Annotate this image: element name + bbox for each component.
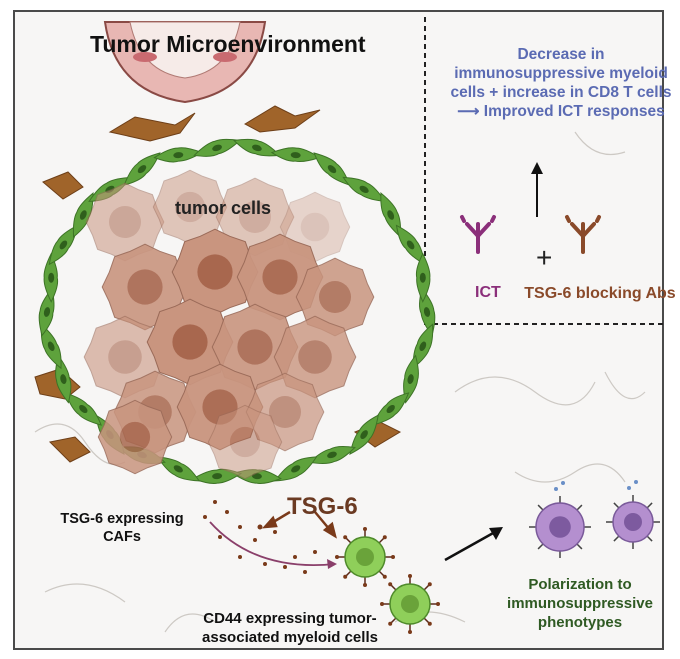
caf-to-myeloid-arrowhead-icon (327, 559, 337, 569)
tumor-cell (146, 298, 234, 386)
tumor-cell (101, 243, 189, 331)
ict-antibody-icon (460, 215, 496, 254)
tumor-cell (207, 404, 283, 480)
outcome-text: Decrease in immunosuppressive myeloid ce… (450, 46, 672, 120)
myeloid-cell (380, 574, 440, 634)
tsg6-antibody-icon (565, 215, 601, 254)
up-arrow-icon (531, 162, 543, 217)
caf-cell (273, 456, 318, 482)
caf-cell (342, 176, 386, 203)
myeloid-label: CD44 expressing tumor-associated myeloid… (202, 610, 378, 646)
cafs-label: TSG-6 expressing CAFs (60, 511, 184, 545)
polarized-cell (529, 481, 591, 558)
caf-cell (193, 138, 242, 157)
caf-cell (233, 138, 281, 157)
tumor-cells (83, 169, 375, 480)
plus-sign: + (536, 242, 553, 273)
polarized-cells (529, 480, 660, 558)
myeloid-cells (335, 527, 440, 634)
caf-cell (403, 354, 419, 404)
figure-frame: Tumor Microenvironment Decrease in immun… (13, 10, 676, 650)
ict-label: ICT (475, 284, 501, 301)
tsg6-abs-label: TSG-6 blocking Abs (524, 285, 676, 302)
diagram-canvas (34, 17, 663, 634)
myeloid-cell (335, 527, 395, 587)
tumor-cell (85, 182, 165, 262)
tsg6-molecules (203, 500, 317, 574)
tumor-cells-label: tumor cells (175, 198, 272, 218)
polarization-label: Polarization to immunosuppressive phenot… (507, 576, 653, 631)
polarized-cell (606, 480, 660, 549)
caf-ring (38, 138, 436, 484)
caf-cell (415, 252, 431, 303)
caf-cell (72, 192, 94, 238)
caf-to-myeloid-arrow (209, 521, 336, 566)
tumor-cell (171, 228, 259, 316)
tsg6-label: TSG-6 (287, 493, 358, 520)
tumor-cell (211, 303, 299, 391)
tumor-cell (97, 399, 173, 475)
polarization-arrow-icon (444, 527, 503, 562)
caf-cell (308, 445, 356, 464)
caf-cell (349, 414, 379, 455)
caf-cell (270, 147, 321, 163)
tsg6-arrows (261, 510, 337, 539)
blood-vessel (103, 21, 267, 104)
caf-cell (123, 152, 161, 186)
figure-title: Tumor Microenvironment (90, 31, 366, 57)
